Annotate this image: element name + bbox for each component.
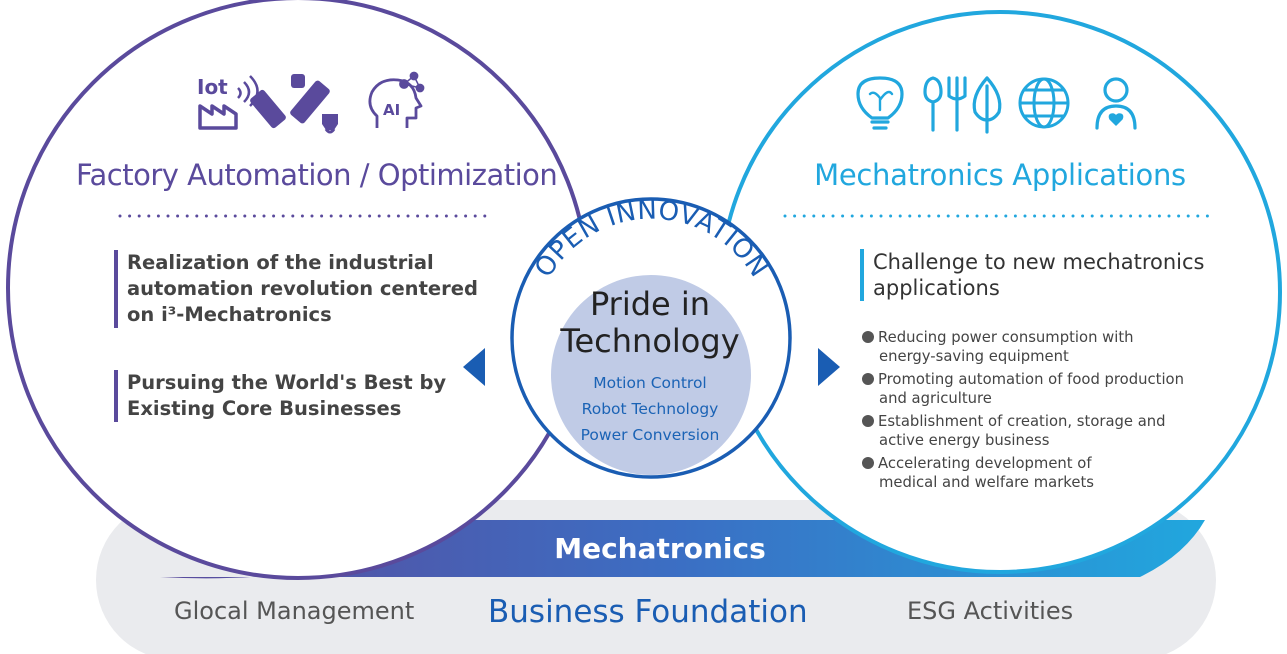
bullet-dot-icon (862, 331, 874, 343)
right-headline: Challenge to new mechatronics applicatio… (860, 249, 1205, 301)
list-item: Accelerating development of medical and … (862, 454, 1184, 492)
list-item: Promoting automation of food production … (862, 370, 1184, 408)
bullet-dot-icon (862, 457, 874, 469)
leaf-icon (972, 76, 1002, 134)
person-heart-icon (1095, 77, 1137, 130)
left-point-worlds-best: Pursuing the World's Best by Existing Co… (114, 370, 446, 422)
ai-head-icon: AI (368, 71, 425, 128)
left-arrow (463, 348, 485, 386)
food-utensils-icon (923, 76, 967, 132)
glocal-management-label: Glocal Management (174, 597, 415, 625)
pride-in-title: Pride in (589, 285, 711, 323)
svg-text:AI: AI (383, 101, 400, 119)
eco-lightbulb-icon (856, 76, 904, 130)
right-arrow (818, 348, 840, 386)
list-item: Establishment of creation, storage and a… (862, 412, 1184, 450)
esg-activities-label: ESG Activities (907, 597, 1074, 625)
mechatronics-label: Mechatronics (554, 532, 766, 565)
right-bullet-list: Reducing power consumption with energy-s… (862, 328, 1184, 496)
business-foundation-label: Business Foundation (488, 594, 808, 630)
svg-text:Iot: Iot (197, 75, 228, 99)
robot-arm-icon (250, 74, 338, 134)
left-point-realization: Realization of the industrial automation… (114, 250, 478, 328)
tech-robot-technology: Robot Technology (581, 400, 719, 418)
list-item: Reducing power consumption with energy-s… (862, 328, 1184, 366)
core-technology-circle (551, 275, 751, 475)
globe-icon (1018, 77, 1070, 129)
technology-title: Technology (560, 322, 740, 360)
bullet-dot-icon (862, 415, 874, 427)
factory-automation-title: Factory Automation / Optimization (76, 158, 558, 192)
mechatronics-applications-title: Mechatronics Applications (814, 158, 1186, 192)
bullet-dot-icon (862, 373, 874, 385)
tech-motion-control: Motion Control (593, 374, 707, 392)
iot-factory-icon: Iot (197, 75, 259, 130)
tech-power-conversion: Power Conversion (580, 426, 720, 444)
